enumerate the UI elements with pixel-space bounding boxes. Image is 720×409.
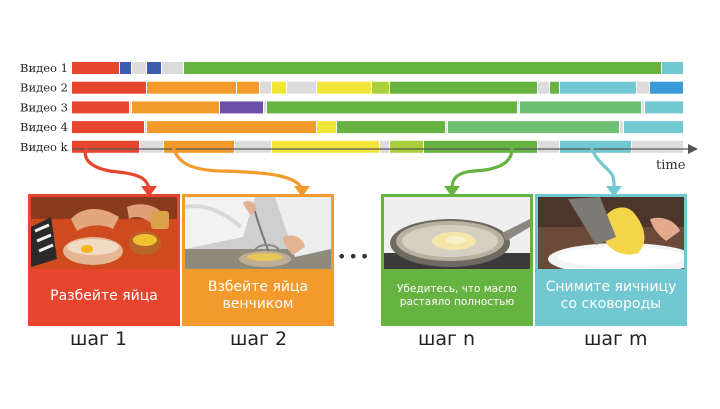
timeline-segment (220, 101, 263, 114)
arrowhead-step2-icon (294, 186, 310, 197)
timeline-segment (520, 101, 641, 114)
video-row-label: Видео 1 (20, 61, 68, 75)
video-row-label: Видео k (20, 140, 69, 154)
timeline-segment (72, 81, 146, 94)
step-card-n: Убедитесь, что масло растаяло полностью (381, 194, 533, 326)
axis-label: time (656, 158, 686, 173)
timeline-segment (538, 140, 559, 153)
timeline-segment (120, 62, 131, 74)
timeline-segment (184, 62, 661, 74)
timeline-segment (72, 62, 119, 74)
arrowhead-step1-icon (141, 186, 157, 197)
timeline-segment (72, 140, 139, 153)
timeline-segment (147, 81, 236, 94)
timeline-segment (317, 81, 371, 94)
step-card-m: Снимите яичницу со сковороды (535, 194, 687, 326)
timeline-segment (624, 121, 683, 134)
arrow-stepm (590, 147, 616, 190)
egg-cracking-photo (31, 197, 177, 275)
timeline-segment (264, 101, 266, 114)
timeline-segment (164, 140, 234, 153)
timeline-segment (132, 62, 146, 74)
timeline-segment (337, 121, 445, 134)
timeline-segment (147, 121, 316, 134)
step-label-2: шаг 2 (230, 328, 288, 350)
timeline-segment (550, 81, 559, 94)
arrowhead-stepm-icon (606, 186, 622, 197)
timeline-segment (145, 121, 146, 134)
timeline-segment (235, 140, 271, 153)
step-label-1: шаг 1 (70, 328, 128, 350)
timeline-segment (390, 81, 537, 94)
timeline-segment (645, 101, 683, 114)
timeline-segment (267, 101, 517, 114)
timeline-segment (372, 81, 389, 94)
step-caption-m: Снимите яичницу со сковороды (538, 269, 684, 323)
video-row-label: Видео 4 (20, 120, 68, 134)
timeline-segment (518, 101, 519, 114)
timeline-segment (424, 140, 537, 153)
step-caption-1: Разбейте яйца (31, 269, 177, 323)
timeline-segment (560, 81, 636, 94)
timeline-segment (287, 81, 316, 94)
timeline-segment (538, 81, 549, 94)
timeline-segment (650, 81, 683, 94)
arrow-step1 (83, 147, 151, 192)
timeline-segment (446, 121, 447, 134)
ellipsis: ••• (337, 247, 372, 266)
timeline-segment (72, 101, 129, 114)
timeline-segment (130, 101, 131, 114)
timeline-segment (380, 140, 389, 153)
timeline-segment (620, 121, 623, 134)
timeline-segment (317, 121, 336, 134)
butter-melting-photo (384, 197, 530, 275)
timeline-segment (147, 62, 161, 74)
video-row-label: Видео 3 (20, 100, 68, 114)
step-label-m: шаг m (584, 328, 648, 350)
step-caption-n: Убедитесь, что масло растаяло полностью (384, 269, 530, 323)
whisking-eggs-photo (185, 197, 331, 275)
step-card-1: Разбейте яйца (28, 194, 180, 326)
step-card-2: Взбейте яйца венчиком (182, 194, 334, 326)
video-row-label: Видео 2 (20, 81, 68, 95)
timeline-segment (132, 101, 219, 114)
timeline-segment (662, 62, 683, 74)
timeline-segment (390, 140, 423, 153)
timeline-segment (162, 62, 183, 74)
arrow-stepn (450, 147, 514, 190)
timeline-segment (272, 140, 379, 153)
axis-arrow-icon (688, 144, 698, 154)
timeline-segment (637, 81, 649, 94)
timeline-segment (140, 140, 163, 153)
timeline-segment (560, 140, 631, 153)
timeline-segment (632, 140, 683, 153)
step-caption-2: Взбейте яйца венчиком (185, 269, 331, 323)
timeline-segment (72, 121, 144, 134)
timeline-segment (260, 81, 271, 94)
arrowhead-stepn-icon (444, 186, 460, 197)
arrow-step2 (172, 147, 304, 191)
step-label-n: шаг n (418, 328, 476, 350)
omelette-on-plate-photo (538, 197, 684, 275)
timeline-segment (272, 81, 286, 94)
timeline-segment (642, 101, 644, 114)
timeline-segment (237, 81, 259, 94)
timeline-segment (448, 121, 619, 134)
